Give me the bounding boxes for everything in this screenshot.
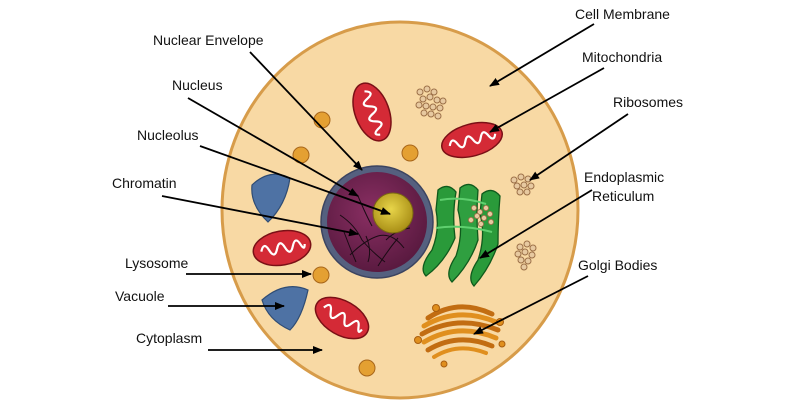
label-chromatin: Chromatin: [112, 175, 177, 191]
arrow-golgi-bodies: [473, 275, 589, 335]
label-nucleus: Nucleus: [172, 77, 223, 93]
er-ribosome-dots: [467, 204, 494, 227]
arrow-nuclear-envelope: [249, 51, 363, 171]
leader-arrows: [161, 23, 629, 354]
ribosome-cluster-top: [415, 85, 447, 120]
label-nucleolus: Nucleolus: [137, 127, 198, 143]
vacuole-upper: [251, 173, 291, 223]
label-golgi-bodies: Golgi Bodies: [578, 257, 657, 273]
label-cytoplasm: Cytoplasm: [136, 330, 202, 346]
ribosome-cluster-lower: [514, 240, 537, 271]
arrow-endoplasmic-reticulum: [479, 189, 593, 259]
label-endoplasmic-line1: Endoplasmic: [584, 169, 664, 185]
vacuole-lower: [261, 286, 309, 331]
lysosome-dot: [312, 266, 330, 284]
lysosome-dot: [401, 144, 419, 162]
golgi-bodies-shape: [414, 304, 506, 368]
mitochondrion-bottom: [314, 296, 370, 340]
mitochondrion-right: [441, 121, 503, 159]
arrow-cell-membrane: [489, 23, 595, 87]
label-cell-membrane: Cell Membrane: [575, 6, 670, 22]
label-nuclear-envelope: Nuclear Envelope: [153, 32, 264, 48]
lysosome-dot: [313, 111, 331, 129]
label-mitochondria: Mitochondria: [582, 49, 662, 65]
chromatin-shape: [339, 195, 411, 267]
label-vacuole: Vacuole: [115, 288, 165, 304]
arrow-mitochondria: [489, 67, 605, 133]
lysosome-dot: [358, 359, 376, 377]
label-lysosome: Lysosome: [125, 255, 189, 271]
label-endoplasmic-line2: Reticulum: [592, 188, 654, 204]
label-ribosomes: Ribosomes: [613, 94, 683, 110]
mitochondrion-top: [352, 82, 392, 142]
arrow-nucleolus: [199, 145, 391, 215]
arrow-chromatin: [161, 195, 359, 237]
nucleolus-shape: [372, 192, 414, 234]
arrow-nucleus: [187, 97, 359, 197]
mitochondrion-left: [252, 229, 312, 267]
arrow-ribosomes: [529, 113, 629, 181]
